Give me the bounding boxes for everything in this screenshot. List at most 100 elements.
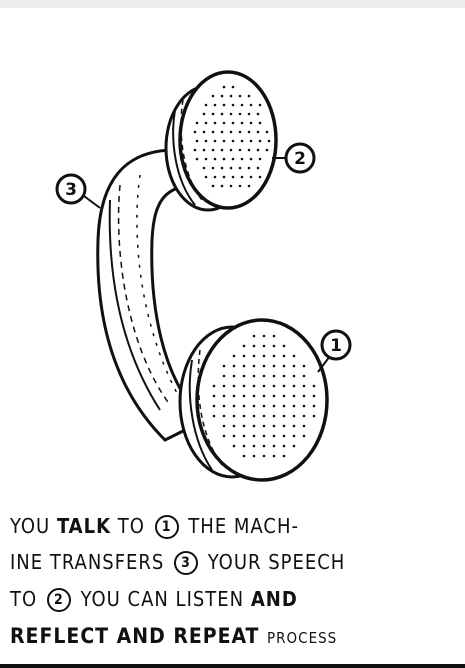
speaker-hole [229, 184, 233, 188]
speaker-hole [262, 434, 266, 438]
speaker-hole [220, 166, 224, 170]
speaker-hole [222, 434, 226, 438]
speaker-hole [282, 364, 286, 368]
speaker-hole [240, 157, 244, 161]
speaker-hole [258, 103, 262, 107]
speaker-hole [247, 184, 251, 188]
speaker-hole [282, 374, 286, 378]
speaker-hole [249, 139, 253, 143]
speaker-hole [272, 384, 276, 388]
speaker-hole [242, 414, 246, 418]
callout-1-label: 1 [330, 336, 342, 356]
speaker-hole [212, 404, 216, 408]
speaker-hole [242, 384, 246, 388]
speaker-hole [242, 364, 246, 368]
speaker-hole [212, 394, 216, 398]
speaker-hole [252, 424, 256, 428]
speaker-hole [232, 394, 236, 398]
speaker-hole [262, 414, 266, 418]
speaker-hole [204, 175, 208, 179]
speaker-hole [256, 148, 260, 152]
speaker-hole [252, 374, 256, 378]
caption-line-2: INE TRANSFERS 3 YOUR SPEECH [10, 550, 346, 575]
speaker-hole [302, 374, 306, 378]
speaker-hole [252, 454, 256, 458]
speaker-hole [272, 354, 276, 358]
speaker-hole [312, 404, 316, 408]
speaker-hole [222, 175, 226, 179]
speaker-hole [282, 354, 286, 358]
speaker-hole [204, 103, 208, 107]
speaker-hole [232, 414, 236, 418]
speaker-hole [252, 404, 256, 408]
speaker-hole [247, 148, 251, 152]
speaker-hole [262, 424, 266, 428]
speaker-hole [238, 112, 242, 116]
speaker-hole [242, 394, 246, 398]
speaker-hole [211, 94, 215, 98]
speaker-hole [222, 404, 226, 408]
speaker-hole [302, 414, 306, 418]
speaker-hole [242, 434, 246, 438]
handle-hatch-line [108, 199, 161, 411]
speaker-hole [213, 103, 217, 107]
speaker-hole [231, 139, 235, 143]
speaker-hole [292, 444, 296, 448]
speaker-hole [222, 85, 226, 89]
top-bar [0, 0, 465, 8]
speaker-hole [229, 112, 233, 116]
speaker-hole [222, 157, 226, 161]
speaker-hole [302, 384, 306, 388]
caption-callout-3: 3 [174, 551, 199, 575]
speaker-hole [256, 130, 260, 134]
speaker-hole [252, 334, 256, 338]
speaker-hole [211, 112, 215, 116]
speaker-hole [262, 444, 266, 448]
speaker-hole [256, 166, 260, 170]
speaker-hole [282, 404, 286, 408]
speaker-hole [249, 175, 253, 179]
speaker-hole [204, 139, 208, 143]
speaker-hole [262, 334, 266, 338]
caption-line-1: YOU TALK TO 1 THE MACH- [10, 514, 299, 539]
speaker-hole [312, 394, 316, 398]
speaker-hole [202, 112, 206, 116]
speaker-hole [272, 424, 276, 428]
speaker-hole [240, 121, 244, 125]
caption-line-3: TO 2 YOU CAN LISTEN AND [10, 587, 298, 612]
speaker-hole [302, 404, 306, 408]
speaker-hole [282, 384, 286, 388]
speaker-hole [232, 354, 236, 358]
speaker-hole [222, 414, 226, 418]
speaker-hole [202, 130, 206, 134]
speaker-hole [252, 394, 256, 398]
speaker-hole [240, 139, 244, 143]
earpiece-top [164, 70, 278, 212]
speaker-hole [247, 94, 251, 98]
speaker-hole [292, 404, 296, 408]
speaker-hole [302, 394, 306, 398]
speaker-hole [252, 444, 256, 448]
callout-3-circle [55, 173, 87, 205]
speaker-hole [242, 404, 246, 408]
speaker-hole [292, 424, 296, 428]
speaker-hole [272, 414, 276, 418]
speaker-hole [231, 157, 235, 161]
callout-2-label: 2 [294, 149, 306, 169]
speaker-hole [204, 157, 208, 161]
speaker-hole [220, 94, 224, 98]
speaker-hole [211, 148, 215, 152]
speaker-hole [252, 434, 256, 438]
speaker-hole [212, 384, 216, 388]
speaker-hole [231, 103, 235, 107]
speaker-hole [195, 139, 199, 143]
speaker-hole [249, 157, 253, 161]
speaker-hole [302, 364, 306, 368]
speaker-hole [282, 394, 286, 398]
handle-hatch-line [117, 184, 171, 406]
speaker-hole [249, 103, 253, 107]
speaker-hole [256, 112, 260, 116]
speaker-hole [272, 434, 276, 438]
caption-callout-1: 1 [154, 515, 179, 539]
speaker-hole [282, 414, 286, 418]
